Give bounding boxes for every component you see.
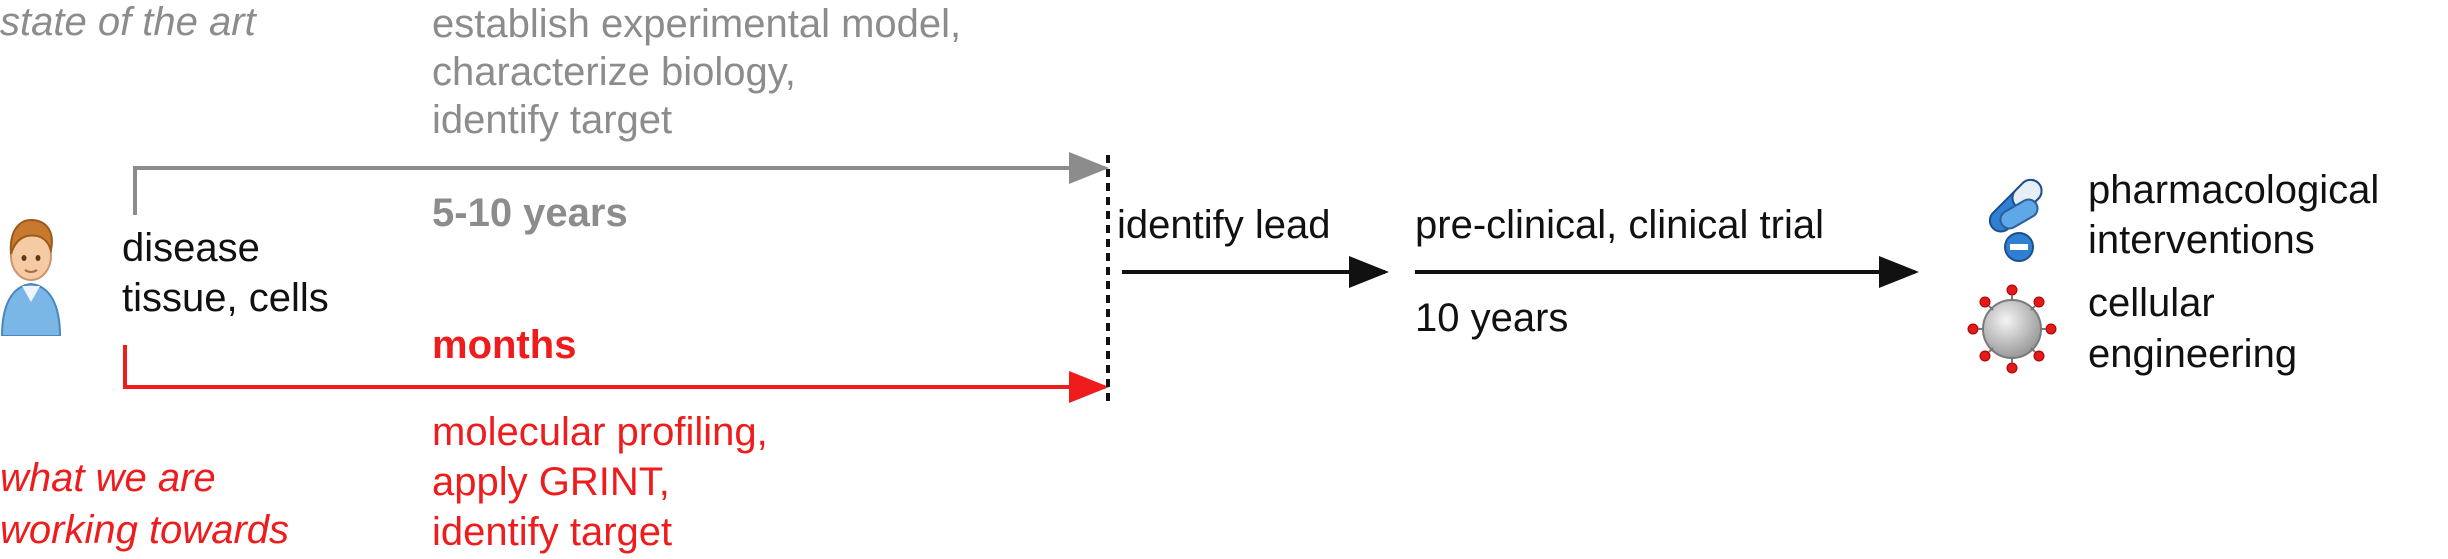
outcome-pharmacological-line2: interventions bbox=[2088, 218, 2315, 262]
patient-label-disease: disease bbox=[122, 226, 260, 270]
outcome-pharmacological-line1: pharmacological bbox=[2088, 168, 2380, 212]
bottom-step-3: identify target bbox=[432, 510, 673, 554]
state-of-art-arrow bbox=[133, 152, 1109, 215]
stage-clinical-trial: pre-clinical, clinical trial bbox=[1415, 203, 1825, 247]
working-towards-arrow bbox=[123, 345, 1109, 403]
top-step-2: characterize biology, bbox=[432, 50, 796, 94]
bottom-step-1: molecular profiling, bbox=[432, 410, 768, 454]
patient-label-tissue: tissue, cells bbox=[122, 276, 329, 320]
patient-icon bbox=[0, 218, 62, 336]
state-of-art-label: state of the art bbox=[0, 0, 256, 44]
top-duration: 5-10 years bbox=[432, 191, 628, 235]
outcome-cellular-line2: engineering bbox=[2088, 332, 2298, 376]
top-step-1: establish experimental model, bbox=[432, 2, 962, 46]
top-step-3: identify target bbox=[432, 98, 673, 142]
stage-trial-duration: 10 years bbox=[1415, 296, 1569, 340]
bottom-step-2: apply GRINT, bbox=[432, 460, 670, 504]
pills-icon bbox=[1988, 178, 2043, 262]
stage-identify-lead: identify lead bbox=[1117, 203, 1331, 247]
bottom-duration: months bbox=[432, 323, 577, 367]
engineered-cell-icon bbox=[1967, 284, 2057, 374]
outcome-cellular-line1: cellular bbox=[2088, 281, 2215, 325]
working-towards-label-line1: what we are bbox=[0, 456, 216, 500]
working-towards-label-line2: working towards bbox=[0, 508, 290, 552]
